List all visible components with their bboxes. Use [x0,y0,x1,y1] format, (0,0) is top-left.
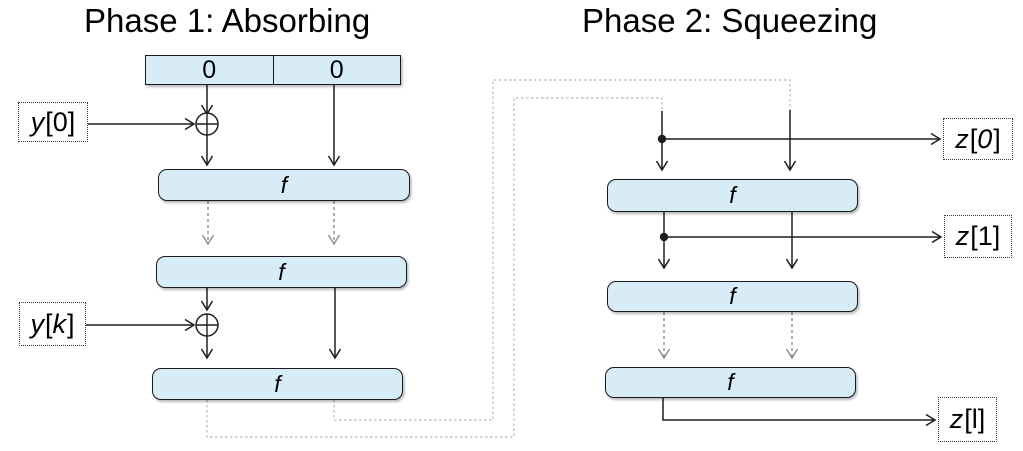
phase2-dashed-wires [657,312,799,360]
input-label-yk: y[k] [19,302,86,346]
initial-state-register: 0 0 [145,55,401,85]
phase1-dashed-wires [201,201,341,246]
output-label-zl: z[l] [938,397,997,442]
feedback-wire-capacity [333,79,791,421]
phase1-f-box-3: f [152,368,403,400]
xor-icon [195,112,219,136]
branch-dot-icon [657,134,667,144]
phase2-title: Phase 2: Squeezing [582,2,878,39]
phase2-f-box-3: f [605,367,856,398]
input-label-y0: y[0] [18,102,88,142]
phase1-wires [86,85,342,360]
branch-dot-icon [659,232,669,242]
phase1-f-box-1: f [158,169,410,201]
phase1-title: Phase 1: Absorbing [84,2,371,39]
output-label-z1: z[1] [944,215,1012,258]
xor-icon [195,313,219,337]
phase2-f-box-2: f [607,281,858,312]
state-cell-capacity: 0 [272,56,401,84]
feedback-wire-rate [206,97,663,438]
phase1-f-box-2: f [156,256,407,288]
phase2-f-box-1: f [607,179,858,212]
state-cell-rate: 0 [202,55,217,84]
output-label-z0: z[0] [943,118,1013,160]
